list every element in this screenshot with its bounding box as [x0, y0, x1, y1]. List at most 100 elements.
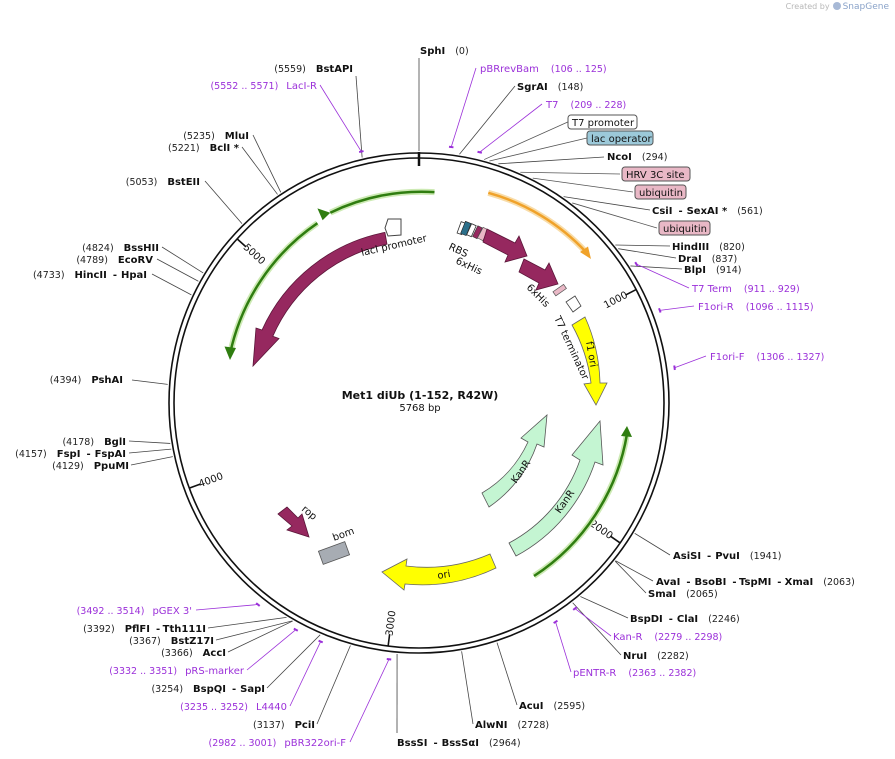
primer-pbrrevbam[interactable]: pBRrevBam(106 .. 125)	[480, 64, 607, 75]
enzyme-sphi[interactable]: SphI(0)	[420, 46, 469, 57]
enzyme-mlui[interactable]: (5235)MluI	[183, 131, 249, 142]
enzyme-acui[interactable]: AcuI(2595)	[519, 701, 585, 712]
enzyme-bspqi-sapi[interactable]: (3254)BspQI-SapI	[151, 684, 265, 695]
primer-range: (1096 .. 1115)	[746, 302, 814, 313]
enzyme-avai-group[interactable]: AvaI-BsoBI-TspMI-XmaI(2063)	[656, 577, 855, 588]
feature-box-hrv-3c[interactable]: HRV 3C site	[621, 166, 691, 182]
laci-promoter-arrow	[384, 218, 402, 237]
enzyme-hincii-hpai[interactable]: (4733)HincII-HpaI	[33, 270, 147, 281]
primer-pentr-r[interactable]: pENTR-R(2363 .. 2382)	[573, 668, 696, 679]
scale-tick-label: 1000	[602, 290, 630, 312]
enzyme-bcli[interactable]: (5221)BclI *	[168, 143, 240, 154]
primer-kan-r[interactable]: Kan-R(2279 .. 2298)	[613, 632, 722, 643]
primer-t7[interactable]: T7(209 .. 228)	[545, 100, 626, 111]
enzyme-name-3: TspMI	[739, 577, 771, 588]
enzyme-asisi-pvui[interactable]: AsiSI-PvuI(1941)	[673, 551, 781, 562]
primer-t7-term[interactable]: T7 Term(911 .. 929)	[691, 284, 800, 295]
enzyme-drai[interactable]: DraI(837)	[678, 254, 737, 265]
enzyme-smai[interactable]: SmaI(2065)	[648, 589, 718, 600]
primer-leader-line	[574, 608, 612, 637]
primer-range: (2279 .. 2298)	[654, 632, 722, 643]
enzyme-bstz17i[interactable]: (3367)BstZ17I	[129, 636, 214, 647]
primer-pbr322ori-f[interactable]: (2982 .. 3001)pBR322ori-F	[209, 738, 347, 749]
enzyme-bsssi[interactable]: BssSI-BssSαI(2964)	[397, 738, 521, 749]
enzyme-pos: (3137)	[253, 720, 285, 731]
primer-binding-marker	[448, 145, 454, 149]
enzyme-alwni[interactable]: AlwNI(2728)	[475, 720, 549, 731]
primer-range: (2363 .. 2382)	[628, 668, 696, 679]
credit-text: Created by	[785, 2, 830, 11]
bom-label: bom	[331, 526, 356, 544]
leader-line	[572, 202, 658, 229]
enzyme-pos: (837)	[712, 254, 738, 265]
orf-2	[228, 222, 319, 355]
primer-binding-marker	[572, 606, 578, 611]
enzyme-pflfi-tth111i[interactable]: (3392)PflFI-Tth111I	[83, 624, 206, 635]
enzyme-name-2: FspAI	[95, 449, 126, 460]
enzyme-sgrai[interactable]: SgrAI(148)	[517, 82, 583, 93]
leader-line	[580, 596, 629, 619]
enzyme-pos: (4789)	[76, 255, 108, 266]
leader-line	[128, 440, 171, 444]
feature-box-t7-promoter[interactable]: T7 promoter	[567, 114, 638, 130]
f1-ori-arrow	[571, 316, 608, 406]
feature-box-ubiquitin-1[interactable]: ubiquitin	[634, 184, 687, 200]
enzyme-name-2: BssSαI	[442, 738, 479, 749]
enzyme-ppumi[interactable]: (4129) PpuMI	[52, 461, 129, 472]
enzyme-bgli[interactable]: (4178)BglI	[62, 437, 126, 448]
enzyme-bsteii[interactable]: (5053)BstEII	[126, 177, 200, 188]
enzyme-nrui[interactable]: NruI(2282)	[623, 651, 689, 662]
primer-laci-r[interactable]: (5552 .. 5571)LacI-R	[210, 81, 317, 92]
enzyme-bstapi[interactable]: (5559)BstAPI	[274, 64, 353, 75]
snapgene-logo-icon	[832, 2, 841, 10]
primer-prs-marker[interactable]: (3332 .. 3351)pRS-marker	[109, 666, 245, 677]
primer-leader-line	[246, 629, 297, 671]
enzyme-name: EcoRV	[118, 255, 153, 266]
enzyme-name-2: ClaI	[677, 614, 698, 625]
enzyme-pos: (4178)	[62, 437, 94, 448]
enzyme-bspdi-clai[interactable]: BspDI-ClaI(2246)	[630, 614, 740, 625]
primer-f1ori-f[interactable]: F1ori-F(1306 .. 1327)	[710, 352, 824, 363]
enzyme-sep: -	[86, 449, 90, 460]
leader-line	[252, 134, 282, 193]
enzyme-name: NcoI	[607, 152, 632, 163]
primer-l4440[interactable]: (3235 .. 3252)L4440	[180, 702, 287, 713]
leader-line	[615, 244, 671, 247]
enzyme-name: BstZ17I	[171, 636, 214, 647]
enzyme-hindiii[interactable]: HindIII(820)	[672, 242, 745, 253]
primer-range: (2982 .. 3001)	[209, 738, 277, 749]
enzyme-pshai[interactable]: (4394)PshAI	[50, 375, 123, 386]
enzyme-pos: (4129)	[52, 461, 84, 472]
enzyme-ncoi[interactable]: NcoI(294)	[607, 152, 667, 163]
enzyme-acci[interactable]: (3366)AccI	[161, 648, 226, 659]
primer-pgex-3[interactable]: (3492 .. 3514)pGEX 3'	[77, 606, 192, 617]
primer-binding-marker	[673, 365, 676, 371]
feature-box-label: ubiquitin	[639, 188, 683, 199]
enzyme-fspi-fspai[interactable]: (4157)FspI-FspAI	[15, 449, 126, 460]
kanr-1-arrow	[481, 414, 548, 508]
enzyme-sep: -	[732, 577, 736, 588]
primer-f1ori-r[interactable]: F1ori-R(1096 .. 1115)	[698, 302, 814, 313]
primer-range: (911 .. 929)	[744, 284, 800, 295]
leader-line	[498, 156, 605, 165]
feature-box-ubiquitin-2[interactable]: ubiquitin	[658, 220, 711, 236]
feature-box-lac-operator[interactable]: lac operator	[586, 130, 654, 146]
enzyme-blpi[interactable]: BlpI(914)	[684, 265, 741, 276]
enzyme-name: PpuMI	[94, 461, 129, 472]
enzyme-pos: (2063)	[823, 577, 855, 588]
feature-box-label: T7 promoter	[571, 118, 635, 129]
orf-4	[533, 433, 629, 578]
primer-range: (209 .. 228)	[570, 100, 626, 111]
enzyme-bsshii[interactable]: (4824)BssHII	[82, 243, 159, 254]
enzyme-pos: (5559)	[274, 64, 306, 75]
feature-box-bg	[621, 166, 691, 182]
enzyme-ecorv[interactable]: (4789) EcoRV	[76, 255, 153, 266]
ori-label: ori	[437, 569, 452, 582]
enzyme-pos: (2595)	[554, 701, 586, 712]
enzyme-name-4: XmaI	[785, 577, 814, 588]
leader-line	[131, 379, 168, 385]
enzyme-csii-sexai[interactable]: CsiI-SexAI *(561)	[652, 206, 763, 217]
feature-box-bg	[658, 220, 711, 236]
enzyme-pcii[interactable]: (3137)PciI	[253, 720, 315, 731]
